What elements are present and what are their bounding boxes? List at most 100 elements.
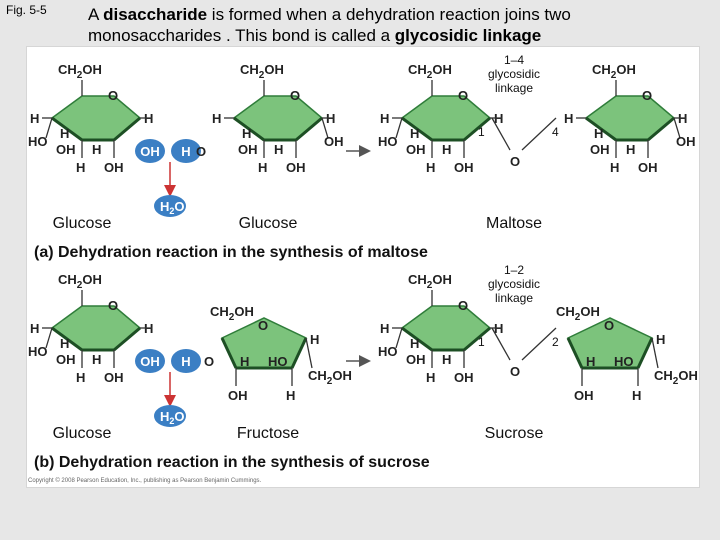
- oh-label: OH: [324, 134, 344, 149]
- ho-label: HO: [378, 134, 398, 149]
- linkage-label: 1–2: [504, 263, 524, 277]
- h-label: H: [586, 354, 595, 369]
- oh-label: OH: [574, 388, 594, 403]
- glycosidic-bond: [521, 117, 557, 151]
- linkage-label: glycosidic: [488, 277, 540, 291]
- ring-oxygen-label: O: [258, 318, 268, 333]
- ring-edge: [401, 116, 433, 142]
- oh-label: OH: [406, 352, 426, 367]
- ring-oxygen-label: O: [108, 298, 118, 313]
- h-label: H: [92, 352, 101, 367]
- ring-edge: [463, 326, 491, 352]
- ho-label: HO: [28, 344, 48, 359]
- ho-label: HO: [614, 354, 634, 369]
- bond-line: [45, 117, 53, 139]
- hydrogen-ion: [171, 349, 201, 373]
- bond-line: [305, 337, 313, 369]
- h-label: H: [274, 142, 283, 157]
- hydroxyl-ion: [135, 349, 165, 373]
- ring-edge: [51, 116, 83, 142]
- copyright-text: Copyright © 2008 Pearson Education, Inc.…: [28, 477, 262, 484]
- molecule-name: Sucrose: [485, 425, 544, 442]
- water-label: H2O: [160, 199, 185, 216]
- panel-title: (a) Dehydration reaction in the synthesi…: [34, 244, 428, 261]
- h-label: H: [76, 160, 85, 175]
- h-label: H: [410, 126, 419, 141]
- ring-oxygen-label: O: [604, 318, 614, 333]
- oh-label: OH: [676, 134, 696, 149]
- h-label: H: [60, 336, 69, 351]
- h-label: H: [92, 142, 101, 157]
- h-label: H: [60, 126, 69, 141]
- carbon-number-label: 1: [478, 125, 485, 139]
- bond-line: [45, 327, 53, 349]
- caption: A disaccharide is formed when a dehydrat…: [88, 5, 571, 45]
- ch2oh-label: CH2OH: [210, 304, 254, 323]
- ch2oh-label: CH2OH: [592, 62, 636, 81]
- linkage-label: linkage: [495, 291, 533, 305]
- glycosidic-bond: [521, 327, 557, 361]
- h-label: H: [258, 160, 267, 175]
- ch2oh-label: CH2OH: [308, 368, 352, 387]
- h-label: H: [30, 111, 39, 126]
- water-label: H2O: [160, 409, 185, 426]
- ho-label: HO: [28, 134, 48, 149]
- o-label: O: [196, 144, 206, 159]
- h-label: H: [426, 370, 435, 385]
- h-label: H: [564, 111, 573, 126]
- linkage-label: linkage: [495, 81, 533, 95]
- oh-label: OH: [286, 160, 306, 175]
- ring-edge: [295, 116, 323, 142]
- hydroxyl-ion-label: OH: [140, 354, 160, 369]
- h-label: H: [610, 160, 619, 175]
- ch2oh-label: CH2OH: [654, 368, 698, 387]
- h-label: H: [442, 352, 451, 367]
- linkage-label: glycosidic: [488, 67, 540, 81]
- h-label: H: [212, 111, 221, 126]
- ring-edge: [220, 337, 238, 369]
- figure-label: Fig. 5-5: [6, 3, 47, 17]
- hydroxyl-ion: [135, 139, 165, 163]
- molecule-name: Glucose: [53, 425, 112, 442]
- oh-label: OH: [238, 142, 258, 157]
- panel-title: (b) Dehydration reaction in the synthesi…: [34, 454, 430, 471]
- h-label: H: [656, 332, 665, 347]
- ring-edge: [585, 116, 617, 142]
- h-label: H: [594, 126, 603, 141]
- ch2oh-label: CH2OH: [556, 304, 600, 323]
- h-label: H: [380, 111, 389, 126]
- carbon-number-label: 2: [552, 335, 559, 349]
- ring-oxygen-label: O: [642, 88, 652, 103]
- bond-line: [673, 117, 681, 139]
- carbon-number-label: 4: [552, 125, 559, 139]
- ring-edge: [113, 326, 141, 352]
- ring-edge: [401, 326, 433, 352]
- ring-oxygen-label: O: [108, 88, 118, 103]
- molecule-name: Maltose: [486, 215, 542, 232]
- carbon-number-label: 1: [478, 335, 485, 349]
- hydroxyl-ion-label: OH: [140, 144, 160, 159]
- h-label: H: [240, 354, 249, 369]
- oh-label: OH: [56, 352, 76, 367]
- h-label: H: [442, 142, 451, 157]
- ch2oh-label: CH2OH: [240, 62, 284, 81]
- ring-oxygen-label: O: [290, 88, 300, 103]
- oh-label: OH: [104, 370, 124, 385]
- bond-line: [651, 337, 659, 369]
- water-molecule: [154, 195, 186, 217]
- ring-edge: [463, 116, 491, 142]
- glycosidic-bond: [491, 117, 511, 151]
- o-label: O: [204, 354, 214, 369]
- ch2oh-label: CH2OH: [58, 62, 102, 81]
- ring-oxygen-label: O: [458, 298, 468, 313]
- h-label: H: [242, 126, 251, 141]
- water-molecule: [154, 405, 186, 427]
- footer-band: [0, 488, 720, 540]
- ring-edge: [51, 326, 83, 352]
- oh-label: OH: [56, 142, 76, 157]
- ring-edge: [113, 116, 141, 142]
- ring-edge: [290, 337, 308, 369]
- ch2oh-label: CH2OH: [408, 272, 452, 291]
- ring-oxygen-label: O: [458, 88, 468, 103]
